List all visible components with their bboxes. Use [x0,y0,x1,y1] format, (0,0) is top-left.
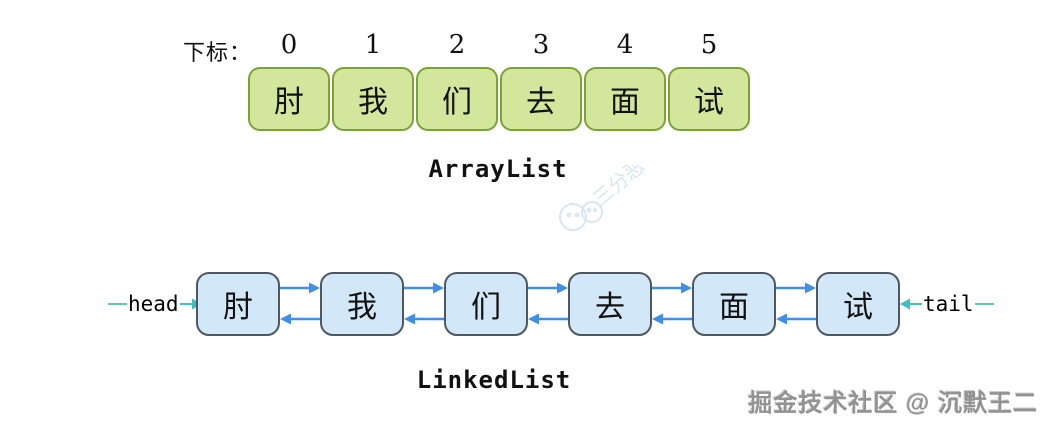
head-dash [108,303,127,305]
next-prev-arrows-icon [404,282,444,325]
array-cell: 们 [416,67,498,131]
next-prev-arrows-icon [652,282,692,325]
tail-pointer: tail [900,292,994,316]
array-cell: 试 [668,67,750,131]
linked-node: 试 [816,272,900,336]
linked-node: 去 [568,272,652,336]
array-cell: 去 [500,67,582,131]
center-watermark-text: 三分恶 [588,165,649,211]
tail-label: tail [923,292,974,316]
tail-arrow-icon [900,298,922,310]
chat-bubbles-watermark-icon: 三分恶 [559,165,649,231]
index-label: 下标： [183,41,253,66]
arraylist-title: ArrayList [428,155,568,183]
array-cell: 肘 [248,67,330,131]
linked-node: 肘 [196,272,280,336]
next-prev-arrows-icon [528,282,568,325]
array-index-1: 1 [364,30,382,60]
array-index-4: 4 [616,30,634,60]
head-pointer: head [108,292,202,316]
footer-watermark: 掘金技术社区 @ 沉默王二 [748,390,1038,417]
head-label: head [128,292,179,316]
linked-node: 们 [444,272,528,336]
array-index-0: 0 [280,30,298,60]
array-cell: 我 [332,67,414,131]
linked-node: 我 [320,272,404,336]
next-prev-arrows-icon [776,282,816,325]
linkedlist-title: LinkedList [416,366,572,394]
tail-dash [974,303,994,305]
next-prev-arrows-icon [280,282,320,325]
array-index-3: 3 [532,30,550,60]
array-index-2: 2 [448,30,466,60]
array-cell: 面 [584,67,666,131]
linked-node: 面 [692,272,776,336]
array-index-5: 5 [700,30,718,60]
